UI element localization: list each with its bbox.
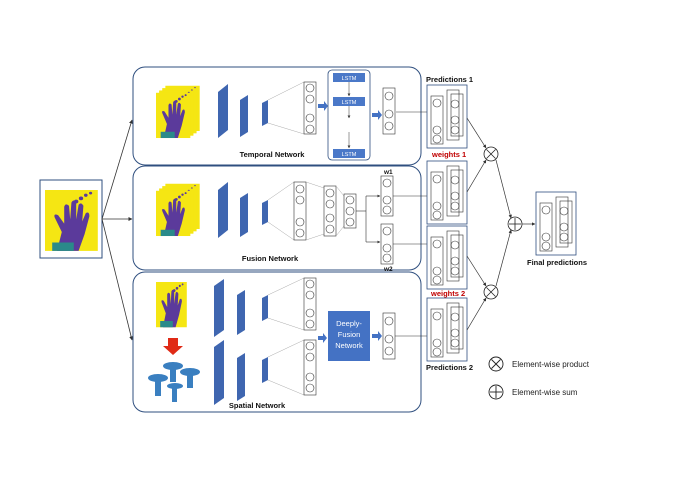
conv-blocks-temporal bbox=[218, 84, 268, 138]
conv-blocks-fusion bbox=[218, 182, 268, 238]
arrow-to-temporal bbox=[101, 119, 133, 220]
spatial-network-title: Spatial Network bbox=[229, 401, 286, 410]
temporal-network-panel: LSTM LSTM LSTM Temporal Network bbox=[132, 66, 422, 166]
legend-sum-label: Element-wise sum bbox=[512, 388, 578, 397]
lstm-label-3: LSTM bbox=[342, 152, 357, 158]
legend: Element-wise product Element-wise sum bbox=[488, 356, 590, 400]
final-predictions-label: Final predictions bbox=[527, 258, 587, 267]
prediction-box-w2 bbox=[426, 225, 468, 290]
element-wise-product-icon-2 bbox=[483, 284, 499, 300]
deeply-fusion-line-1: Deeply- bbox=[336, 319, 362, 328]
deeply-fusion-line-2: Fusion bbox=[338, 330, 361, 339]
fusion-network-title: Fusion Network bbox=[242, 254, 299, 263]
conv-blocks-spatial-top bbox=[214, 279, 268, 337]
lstm-label-1: LSTM bbox=[342, 76, 357, 82]
legend-product-label: Element-wise product bbox=[512, 360, 590, 369]
deeply-fusion-network: Deeply- Fusion Network bbox=[328, 311, 370, 361]
spatial-network-panel: Deeply- Fusion Network Spatial Network bbox=[132, 271, 422, 413]
w2-label: w2 bbox=[383, 266, 393, 273]
arrow-to-spatial bbox=[101, 218, 134, 341]
weights-2-label: weights 2 bbox=[430, 289, 465, 298]
temporal-network-title: Temporal Network bbox=[240, 150, 306, 159]
lstm-stack: LSTM LSTM LSTM bbox=[327, 69, 371, 161]
final-predictions-box bbox=[535, 191, 577, 256]
predictions-1-label: Predictions 1 bbox=[426, 75, 473, 84]
red-arrow-down bbox=[163, 338, 183, 355]
sum-legend-icon bbox=[488, 384, 504, 400]
w1-label: w1 bbox=[383, 169, 393, 176]
weights-1-label: weights 1 bbox=[431, 150, 466, 159]
lstm-label-2: LSTM bbox=[342, 100, 357, 106]
conv-blocks-spatial-bottom bbox=[214, 340, 268, 405]
element-wise-sum-icon bbox=[507, 216, 523, 232]
prediction-box-1 bbox=[426, 84, 468, 149]
element-wise-product-icon-1 bbox=[483, 146, 499, 162]
fusion-network-panel: w1 w2 Fusion Network bbox=[132, 165, 422, 273]
product-legend-icon bbox=[488, 356, 504, 372]
skeleton-icons bbox=[148, 362, 200, 402]
prediction-box-w1 bbox=[426, 160, 468, 225]
deeply-fusion-line-3: Network bbox=[335, 341, 363, 350]
prediction-box-2 bbox=[426, 297, 468, 362]
predictions-2-label: Predictions 2 bbox=[426, 363, 473, 372]
input-image bbox=[39, 179, 103, 259]
